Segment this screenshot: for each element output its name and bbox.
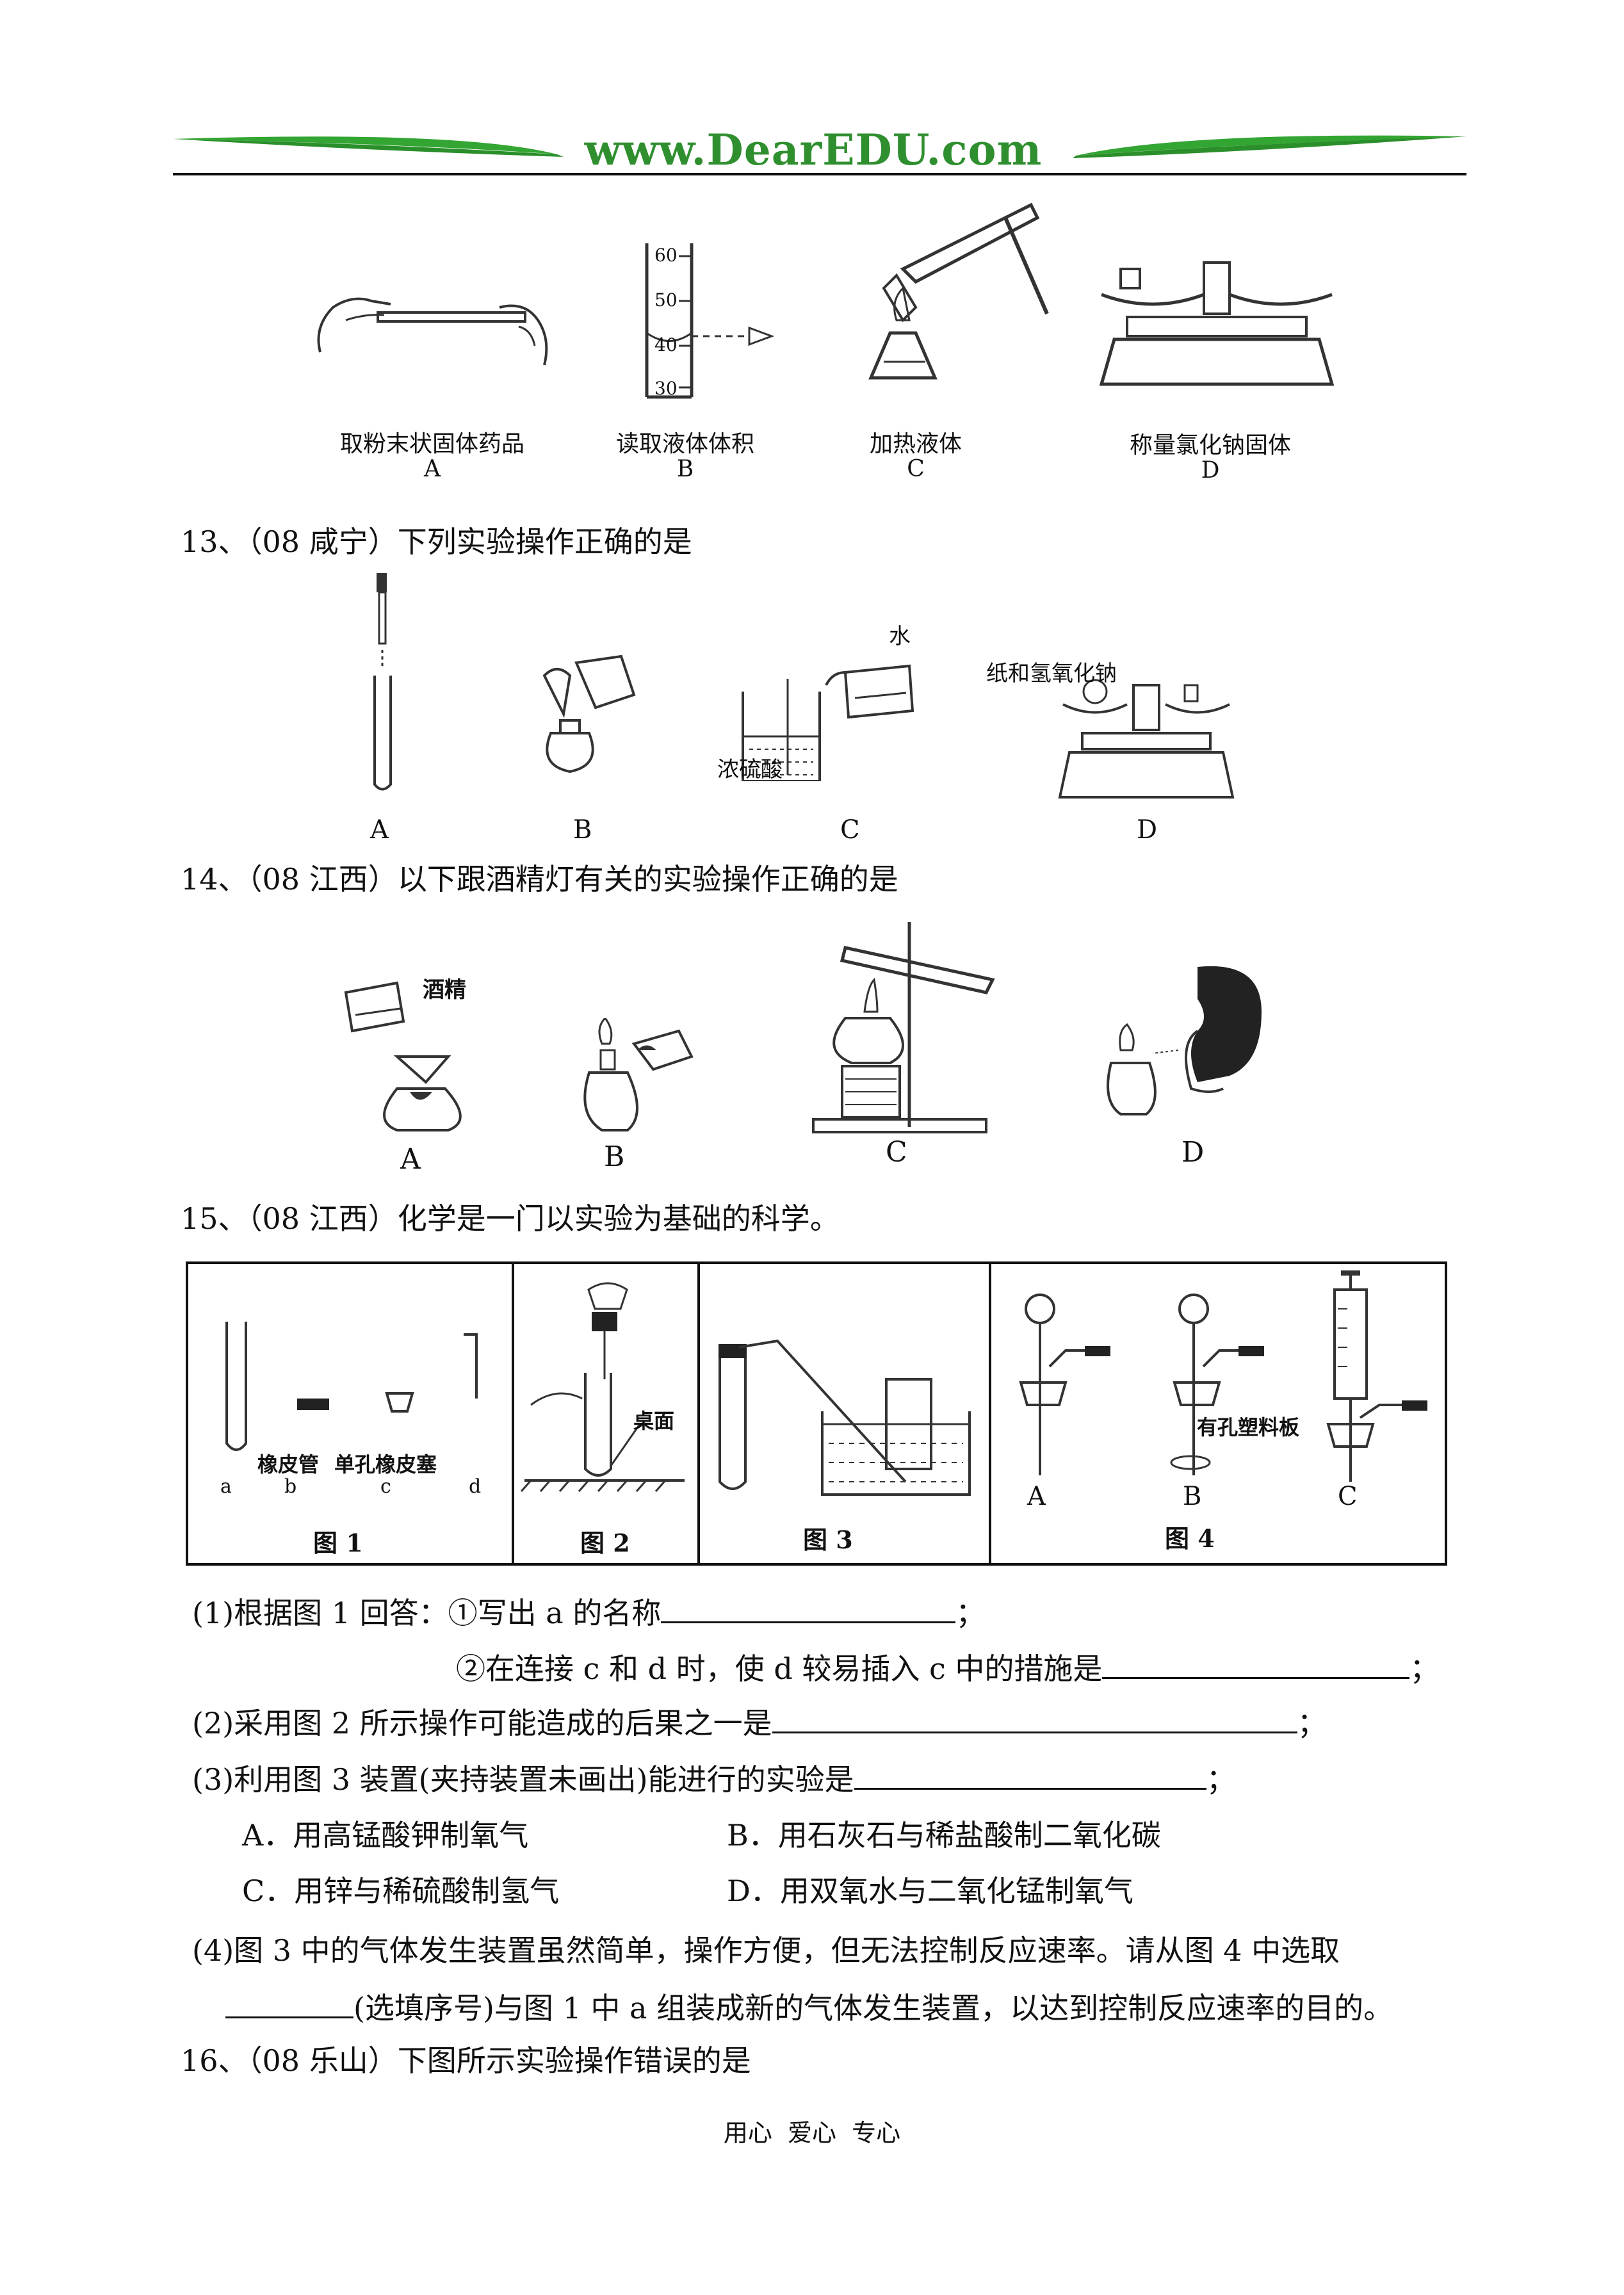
q12-letter-a: A bbox=[424, 456, 441, 482]
fig4-label-plate: 有孔塑料板 bbox=[1197, 1415, 1300, 1439]
fig4-title: 图 4 bbox=[1165, 1524, 1215, 1553]
green-swoosh-icon bbox=[173, 135, 1466, 158]
site-title: www.DearEDU.com bbox=[584, 125, 1043, 175]
q12-caption-c: 加热液体 bbox=[869, 431, 962, 457]
semicolon: ； bbox=[955, 1596, 986, 1630]
q13-label-balance: 纸和氢氧化钠 bbox=[986, 661, 1117, 686]
q14-figure-a bbox=[339, 980, 480, 1133]
q13-letter-a: A bbox=[370, 815, 389, 845]
fig4-label-a: A bbox=[1027, 1482, 1046, 1511]
q15-option-d: D．用双氧水与二氧化锰制氧气 bbox=[727, 1874, 1133, 1908]
fig1-label-rubber-tube: 橡皮管 bbox=[257, 1452, 320, 1477]
answer-blank-1[interactable] bbox=[661, 1593, 956, 1623]
q13-figure-c bbox=[717, 653, 929, 783]
semicolon: ； bbox=[1206, 1762, 1236, 1797]
scale-30: 30 bbox=[654, 378, 678, 399]
footer-text: 用心 爱心 专心 bbox=[723, 2119, 901, 2147]
q12-caption-a: 取粉末状固体药品 bbox=[339, 431, 524, 457]
answer-blank-3[interactable] bbox=[772, 1703, 1297, 1733]
q15-option-a: A．用高锰酸钾制氧气 bbox=[242, 1818, 529, 1853]
answer-blank-5[interactable] bbox=[225, 1988, 353, 2018]
fig3-title: 图 3 bbox=[803, 1525, 853, 1554]
q12-figure-d bbox=[1095, 256, 1338, 397]
fig1-apparatus bbox=[225, 1322, 478, 1451]
fig-divider-3 bbox=[989, 1264, 991, 1563]
q12-letter-b: B bbox=[676, 456, 694, 482]
q15-figure-box: 橡皮管 单孔橡皮塞 a b c d 图 1 桌面 图 2 图 3 bbox=[186, 1261, 1447, 1566]
fig2-title: 图 2 bbox=[580, 1529, 630, 1557]
q13-stem: 13、（08 咸宁）下列实验操作正确的是 bbox=[181, 524, 692, 559]
fig4-apparatus bbox=[1019, 1270, 1427, 1482]
q13-figure-b bbox=[499, 637, 653, 784]
q13-letter-b: B bbox=[573, 815, 592, 845]
fig2-label-desk: 桌面 bbox=[633, 1409, 675, 1433]
q15-part1a: (1)根据图 1 回答：①写出 a 的名称 ； bbox=[192, 1593, 985, 1631]
q14-figure-c bbox=[807, 922, 1012, 1140]
q13-label-water: 水 bbox=[889, 624, 911, 649]
q15-part3-text: (3)利用图 3 装置(夹持装置未画出)能进行的实验是 bbox=[192, 1762, 854, 1797]
answer-blank-2[interactable] bbox=[1102, 1649, 1410, 1679]
scale-50: 50 bbox=[654, 289, 678, 311]
q15-part4b-text: (选填序号)与图 1 中 a 组装成新的气体发生装置，以达到控制反应速率的目的。 bbox=[353, 1991, 1393, 2025]
q15-part4a: (4)图 3 中的气体发生装置虽然简单，操作方便，但无法控制反应速率。请从图 4… bbox=[192, 1933, 1340, 1968]
semicolon: ； bbox=[1297, 1706, 1327, 1740]
q15-part1b-text: ②在连接 c 和 d 时，使 d 较易插入 c 中的措施是 bbox=[456, 1651, 1103, 1686]
fig1-label-stopper: 单孔橡皮塞 bbox=[334, 1452, 437, 1477]
q14-figure-d bbox=[1101, 961, 1268, 1127]
fig2-apparatus bbox=[520, 1282, 685, 1492]
fig1-label-a: a bbox=[220, 1475, 232, 1498]
q12-caption-d: 称量氯化钠固体 bbox=[1129, 432, 1291, 458]
q15-part1a-text: (1)根据图 1 回答：①写出 a 的名称 bbox=[192, 1596, 662, 1630]
scale-40: 40 bbox=[654, 334, 678, 355]
fig1-label-d: d bbox=[469, 1475, 482, 1498]
q13-letter-c: C bbox=[840, 815, 860, 845]
q12-letter-c: C bbox=[907, 456, 925, 482]
q15-option-c: C．用锌与稀硫酸制氢气 bbox=[242, 1874, 560, 1908]
q15-option-b: B．用石灰石与稀盐酸制二氧化碳 bbox=[727, 1818, 1161, 1853]
q13-figure-d bbox=[1057, 672, 1236, 800]
scale-60: 60 bbox=[654, 245, 678, 266]
q14-label-alcohol: 酒精 bbox=[423, 977, 466, 1003]
q12-letter-d: D bbox=[1201, 457, 1220, 483]
q15-part1b: ②在连接 c 和 d 时，使 d 较易插入 c 中的措施是 ； bbox=[456, 1649, 1439, 1687]
header-rule bbox=[173, 173, 1466, 175]
q12-figure-a bbox=[307, 256, 557, 384]
q13-figure-a bbox=[346, 573, 423, 804]
q15-part2-text: (2)采用图 2 所示操作可能造成的后果之一是 bbox=[192, 1706, 772, 1740]
fig4-label-c: C bbox=[1338, 1482, 1358, 1511]
q13-letter-d: D bbox=[1137, 815, 1158, 845]
q16-stem: 16、（08 乐山）下图所示实验操作错误的是 bbox=[181, 2043, 751, 2078]
fig4-label-b: B bbox=[1183, 1482, 1202, 1511]
q14-letter-a: A bbox=[400, 1143, 421, 1176]
q12-caption-b: 读取液体体积 bbox=[615, 431, 754, 457]
q14-stem: 14、（08 江西）以下跟酒精灯有关的实验操作正确的是 bbox=[181, 862, 898, 896]
q15-stem: 15、（08 江西）化学是一门以实验为基础的科学。 bbox=[181, 1201, 840, 1236]
answer-blank-4[interactable] bbox=[854, 1760, 1206, 1790]
q14-letter-c: C bbox=[886, 1136, 907, 1169]
q14-letter-d: D bbox=[1181, 1136, 1205, 1169]
fig-divider-2 bbox=[697, 1264, 700, 1563]
q14-letter-b: B bbox=[604, 1140, 625, 1173]
q15-part4b: (选填序号)与图 1 中 a 组装成新的气体发生装置，以达到控制反应速率的目的。 bbox=[225, 1988, 1393, 2026]
q15-part2: (2)采用图 2 所示操作可能造成的后果之一是 ； bbox=[192, 1703, 1327, 1741]
q15-part3: (3)利用图 3 装置(夹持装置未画出)能进行的实验是 ； bbox=[192, 1760, 1236, 1797]
fig1-label-b: b bbox=[284, 1475, 297, 1498]
fig3-apparatus bbox=[719, 1339, 971, 1496]
semicolon: ； bbox=[1409, 1651, 1440, 1686]
fig-divider-1 bbox=[512, 1264, 514, 1563]
q14-figure-b bbox=[576, 1016, 698, 1133]
q12-figure-c bbox=[845, 192, 1063, 403]
fig1-title: 图 1 bbox=[313, 1529, 363, 1557]
q13-label-acid: 浓硫酸 bbox=[717, 757, 783, 783]
header-banner bbox=[173, 125, 1466, 176]
q12-figure-b bbox=[634, 243, 800, 403]
fig1-label-c: c bbox=[380, 1475, 391, 1498]
